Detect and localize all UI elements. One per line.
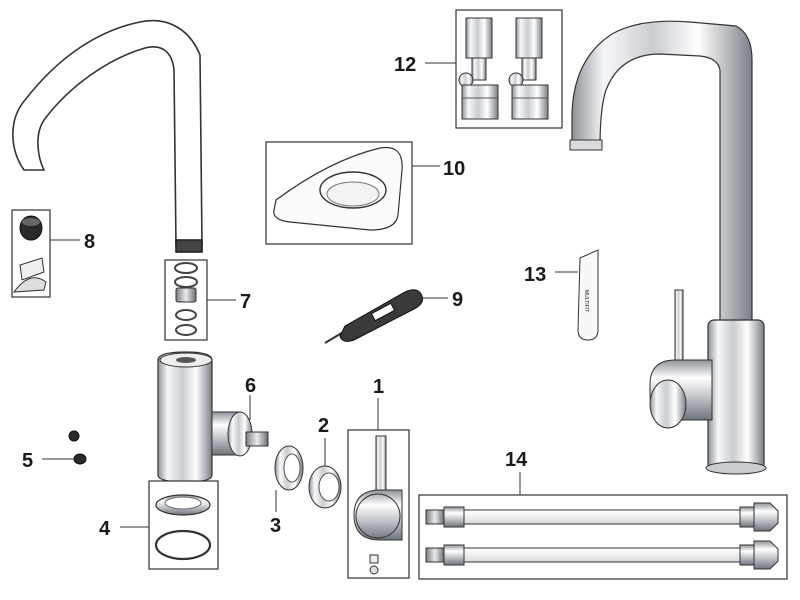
part-7-orings: 7 bbox=[164, 259, 251, 341]
callout-6: 6 bbox=[245, 375, 256, 397]
part-10-base-plate: 10 bbox=[265, 141, 465, 245]
tap-body bbox=[707, 319, 765, 471]
callout-5: 5 bbox=[22, 450, 33, 472]
part-9-tool: 9 bbox=[324, 289, 463, 344]
oring bbox=[175, 324, 197, 336]
handle-body bbox=[353, 489, 403, 541]
aerator-key bbox=[19, 257, 45, 281]
isolating-valve-left bbox=[458, 17, 499, 120]
part-14-frame bbox=[418, 494, 788, 580]
oring bbox=[175, 309, 197, 321]
spout-adaptor bbox=[175, 287, 197, 303]
callout-4: 4 bbox=[99, 518, 111, 540]
tap-spout-outlet bbox=[569, 139, 603, 151]
grub-screw bbox=[68, 430, 80, 442]
part-4-frame bbox=[148, 480, 219, 570]
aerator-key-base bbox=[12, 277, 47, 293]
handle-screw-head bbox=[369, 565, 379, 575]
callout-1: 1 bbox=[373, 376, 384, 398]
grub-screw bbox=[73, 453, 87, 465]
oring bbox=[174, 276, 198, 288]
callout-9: 9 bbox=[452, 289, 463, 311]
handle-lever bbox=[375, 435, 387, 497]
hose-bottom bbox=[425, 540, 779, 570]
tap-base bbox=[705, 461, 767, 475]
part-6-body-cartridge: 6 bbox=[157, 351, 269, 483]
callout-13: 13 bbox=[524, 264, 546, 286]
callout-2: 2 bbox=[318, 415, 329, 437]
part-5-grub-screws: 5 bbox=[22, 430, 87, 472]
callout-14: 14 bbox=[505, 449, 528, 471]
handle-cap-outline bbox=[355, 493, 401, 539]
part-2-shroud: 2 bbox=[308, 415, 342, 509]
callout-8: 8 bbox=[84, 231, 95, 253]
tube-body bbox=[577, 249, 599, 341]
hose-nut bbox=[753, 540, 779, 570]
base-seal bbox=[154, 529, 212, 561]
tap-body-part bbox=[157, 351, 213, 483]
part-1-handle: 1 bbox=[347, 376, 410, 579]
tap-spout bbox=[571, 20, 753, 331]
part-4-base-rings: 4 bbox=[99, 480, 219, 570]
hose-top bbox=[425, 502, 779, 532]
hose-nut bbox=[753, 502, 779, 532]
tool-label bbox=[370, 302, 396, 322]
body-top-hole bbox=[176, 357, 196, 363]
cartridge-stem bbox=[245, 431, 269, 447]
callout-10: 10 bbox=[443, 158, 465, 180]
aerator-mesh bbox=[22, 218, 40, 226]
part-3-nut: 3 bbox=[270, 445, 304, 537]
isolating-valve-right bbox=[508, 17, 549, 120]
tap-handle-cap bbox=[649, 379, 687, 429]
part-14-hoses: 14 bbox=[418, 449, 788, 580]
callout-3: 3 bbox=[270, 515, 281, 537]
part-13-grease-tube: MULTIFIT 13 bbox=[524, 249, 599, 341]
tube-label: MULTIFIT bbox=[583, 290, 589, 312]
part-8-aerator: 8 bbox=[11, 209, 95, 298]
callout-12: 12 bbox=[394, 54, 416, 76]
handle-screw bbox=[369, 554, 379, 564]
assembled-tap bbox=[569, 20, 767, 475]
part-12-valves: 12 bbox=[394, 9, 563, 129]
oring bbox=[174, 262, 198, 274]
callout-7: 7 bbox=[240, 291, 251, 313]
spout-outline bbox=[12, 19, 203, 253]
